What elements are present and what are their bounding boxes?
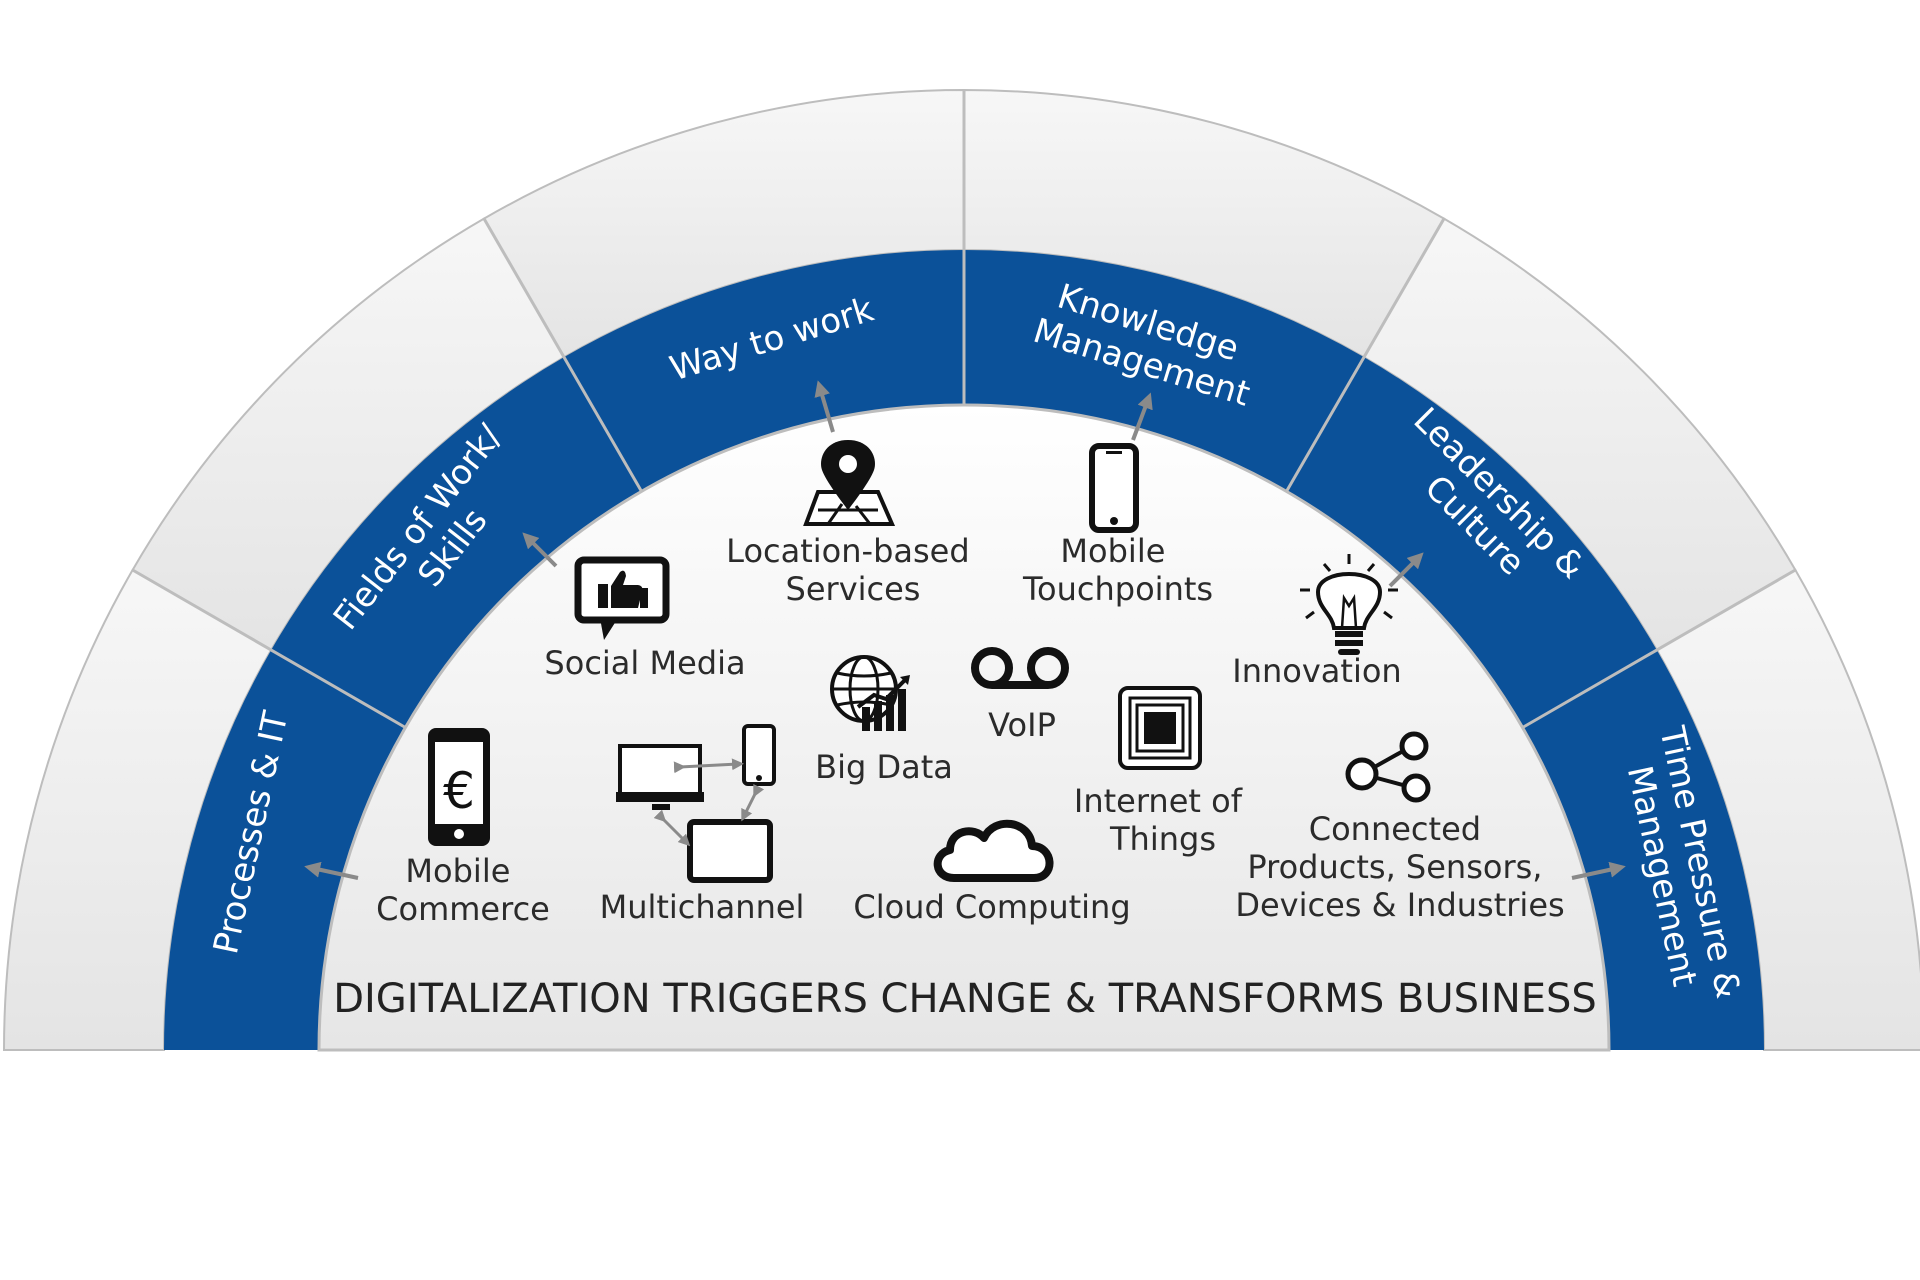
band-sector-processes <box>164 650 406 1050</box>
lightbulb-icon <box>1300 554 1398 655</box>
band-sector-leadership <box>1286 357 1657 728</box>
segment-dividers <box>131 90 1797 729</box>
divider-line <box>1285 217 1446 493</box>
divider-line <box>131 568 407 729</box>
euro-phone-icon: € <box>428 728 490 846</box>
tech-label-social-media: Social Media <box>544 644 745 682</box>
tech-label-location-services: Location-based Services <box>726 532 980 608</box>
tech-label-big-data: Big Data <box>815 748 953 786</box>
chip-icon <box>1118 686 1202 770</box>
tech-label-mobile-touchpoints: Mobile Touchpoints <box>1022 532 1213 608</box>
band-sector-fields <box>271 357 642 728</box>
tech-label-iot: Internet of Things <box>1074 782 1252 858</box>
globe-chart-icon <box>830 655 910 731</box>
map-pin-icon <box>803 440 896 526</box>
share-nodes-icon <box>1345 731 1431 803</box>
tech-label-connected: Connected Products, Sensors, Devices & I… <box>1235 810 1564 924</box>
outer-ring <box>2 88 1920 1051</box>
svg-text:€: € <box>443 762 475 820</box>
arrow-location-way <box>814 380 835 433</box>
cloud-icon <box>933 819 1054 882</box>
tech-label-mobile-commerce: Mobile Commerce <box>376 852 550 928</box>
band-sector-knowledge <box>964 250 1364 492</box>
band-sector-way <box>564 250 964 492</box>
arrow-innovation-leadership <box>1388 552 1424 588</box>
tech-label-innovation: Innovation <box>1232 652 1401 690</box>
voicemail-icon <box>971 647 1069 689</box>
arrow-connected-time <box>1571 861 1626 880</box>
diagram-title: DIGITALIZATION TRIGGERS CHANGE & TRANSFO… <box>333 976 1597 1022</box>
blue-band <box>164 250 1764 1050</box>
tech-label-voip: VoIP <box>988 706 1056 744</box>
arrow-social-fields <box>522 532 558 568</box>
thumbs-up-bubble-icon <box>574 556 670 640</box>
band-sector-time <box>1522 650 1764 1050</box>
tech-label-multichannel: Multichannel <box>600 888 805 926</box>
divider-line <box>482 217 643 493</box>
arrow-mobile-knowledge <box>1131 392 1153 441</box>
smartphone-icon <box>1089 443 1139 533</box>
divider-line <box>1521 568 1797 729</box>
devices-icon <box>616 724 776 883</box>
tech-label-cloud: Cloud Computing <box>853 888 1130 926</box>
arrow-commerce-processes <box>304 861 359 880</box>
connector-arrows <box>304 380 1626 880</box>
